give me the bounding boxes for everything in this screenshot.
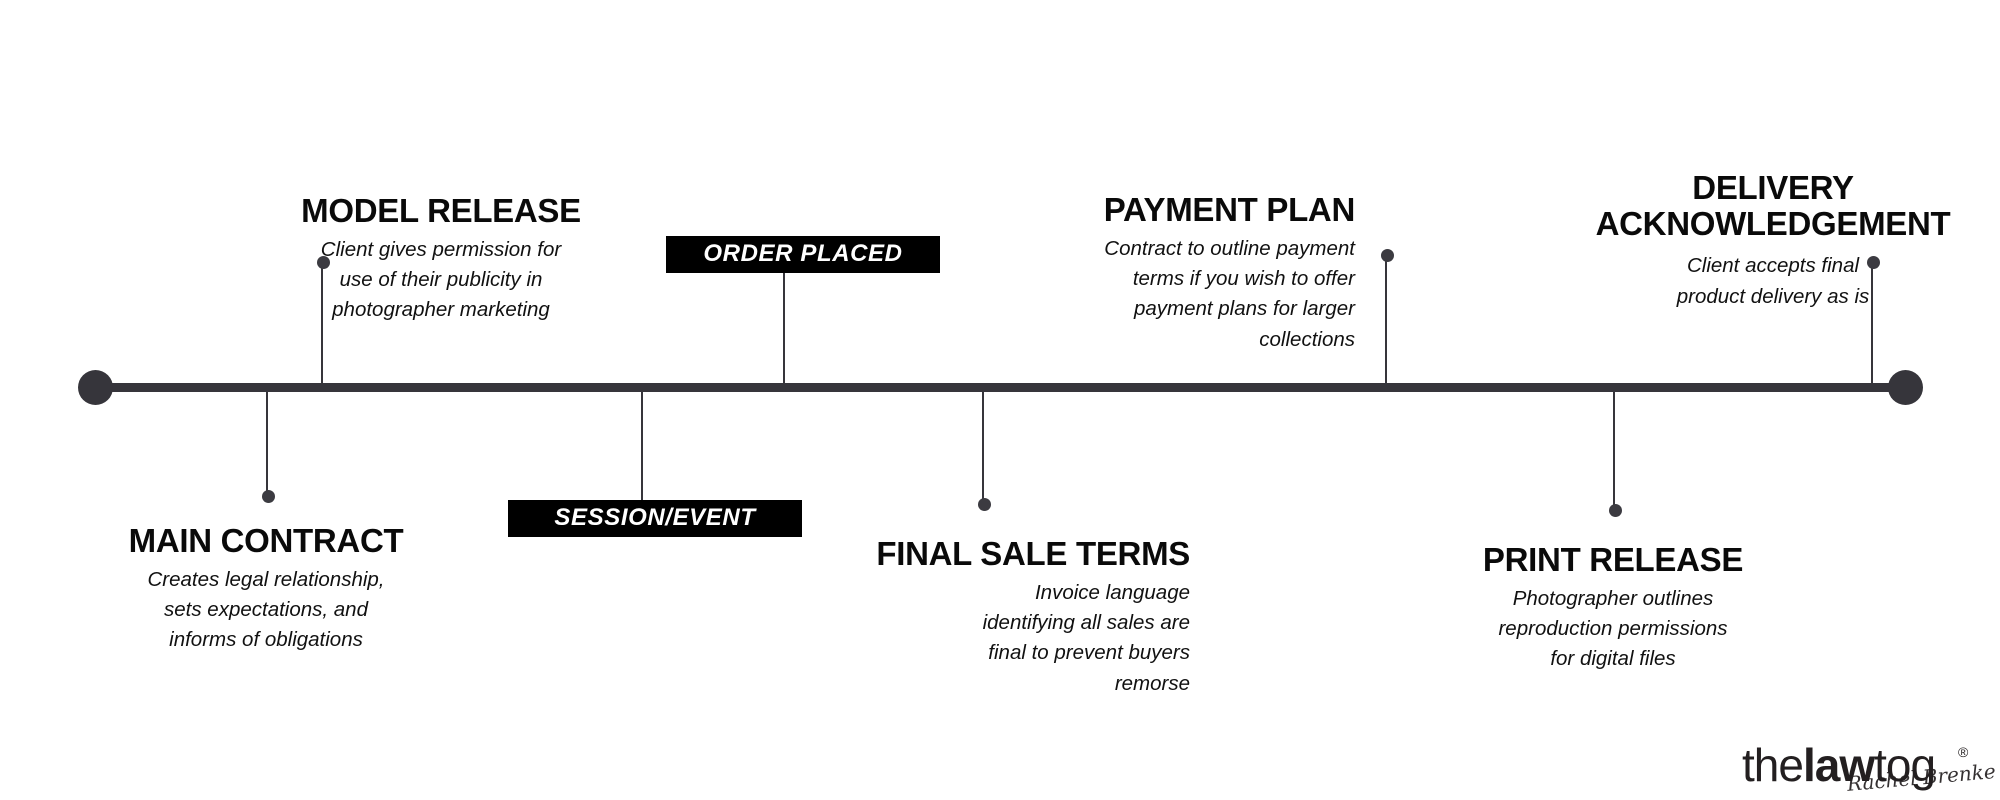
- node-payment-plan[interactable]: PAYMENT PLAN Contract to outline payment…: [1065, 191, 1356, 355]
- tag-label-order-placed: ORDER PLACED: [703, 240, 903, 267]
- node-desc-payment-plan: Contract to outline payment terms if you…: [1104, 236, 1355, 351]
- node-title-main-contract: MAIN CONTRACT: [128, 522, 404, 559]
- connector-dot-final-sale-terms: [977, 498, 991, 511]
- node-title-delivery-acknowledgement: DELIVERY ACKNOWLEDGEMENT: [1595, 169, 1951, 242]
- node-title-final-sale-terms: FINAL SALE TERMS: [876, 535, 1190, 572]
- connector-main-contract: [261, 392, 275, 503]
- node-print-release[interactable]: PRINT RELEASE Photographer outlines repr…: [1453, 542, 1773, 675]
- connector-model-release: [316, 256, 330, 387]
- tag-label-session-event: SESSION/EVENT: [554, 504, 756, 531]
- node-desc-main-contract: Creates legal relationship, sets expecta…: [147, 567, 385, 652]
- logo-tog: tog: [1874, 739, 1936, 791]
- connector-dot-model-release: [316, 256, 330, 269]
- connector-dot-delivery-acknowledgement: [1866, 256, 1880, 269]
- logo-law: law: [1802, 739, 1875, 791]
- connector-print-release: [1608, 392, 1622, 517]
- connector-dot-main-contract: [261, 490, 275, 503]
- node-main-contract[interactable]: MAIN CONTRACT Creates legal relationship…: [106, 523, 426, 656]
- connector-dot-print-release: [1608, 504, 1622, 517]
- logo-wordmark: thelawtog: [1742, 739, 1936, 791]
- node-desc-model-release: Client gives permission for use of their…: [320, 237, 562, 322]
- node-title-model-release: MODEL RELEASE: [301, 192, 581, 229]
- connector-order-placed: [783, 268, 785, 387]
- timeline-spine: [95, 383, 1905, 392]
- timeline-start-cap: [78, 370, 113, 405]
- node-delivery-acknowledgement[interactable]: DELIVERY ACKNOWLEDGEMENT Client accepts …: [1553, 170, 1993, 312]
- registered-trademark-icon: ®: [1958, 744, 1969, 760]
- logo-the: the: [1742, 739, 1804, 791]
- tag-session-event[interactable]: SESSION/EVENT: [508, 500, 802, 537]
- node-title-payment-plan: PAYMENT PLAN: [1103, 191, 1356, 228]
- connector-session-event: [641, 392, 643, 500]
- connector-delivery-acknowledgement: [1866, 256, 1880, 387]
- timeline-end-cap: [1888, 370, 1923, 405]
- node-title-print-release: PRINT RELEASE: [1482, 541, 1744, 578]
- node-desc-delivery-acknowledgement: Client accepts final product delivery as…: [1676, 254, 1870, 308]
- connector-payment-plan: [1380, 249, 1394, 387]
- node-desc-print-release: Photographer outlines reproduction permi…: [1498, 586, 1728, 671]
- connector-dot-payment-plan: [1380, 249, 1394, 262]
- node-desc-final-sale-terms: Invoice language identifying all sales a…: [982, 580, 1190, 695]
- connector-final-sale-terms: [977, 392, 991, 511]
- node-model-release[interactable]: MODEL RELEASE Client gives permission fo…: [286, 193, 596, 326]
- thelawtog-logo[interactable]: thelawtog ® Rachel Brenke: [1742, 739, 1997, 800]
- node-final-sale-terms[interactable]: FINAL SALE TERMS Invoice language identi…: [790, 536, 1190, 699]
- tag-order-placed[interactable]: ORDER PLACED: [666, 236, 940, 273]
